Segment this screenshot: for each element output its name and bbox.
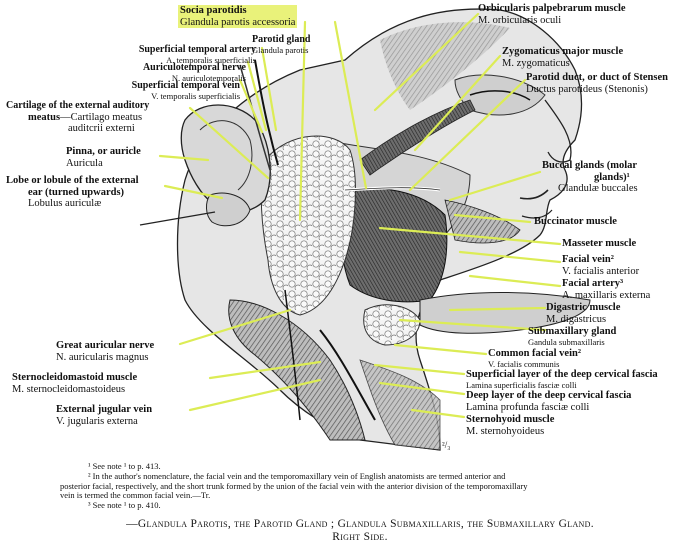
label-auriculotemporal-nerve: Auriculotemporal nerve N. auriculotempor… <box>96 62 246 83</box>
label-common-facial-vein: Common facial vein² V. facialis communis <box>488 348 581 369</box>
label-df-en: Deep layer of the deep cervical fascia <box>466 390 632 401</box>
label-parotid-gland-la: Glandula parotis <box>252 44 309 55</box>
label-duct-la: Ductus parotideus (Stenonis) <box>526 83 648 95</box>
footnote-1: ¹ See note ¹ to p. 413. <box>88 461 161 471</box>
label-sf-la: Lamina superficialis fasciæ colli <box>466 379 577 390</box>
label-sternocleidomastoid: Sternocleidomastoid muscle M. sternoclei… <box>12 372 137 395</box>
label-df-la: Lamina profunda fasciæ colli <box>466 401 590 413</box>
label-fv-la: V. facialis anterior <box>562 265 640 277</box>
label-smx-en: Submaxillary gland <box>528 326 617 337</box>
label-orb-en: Orbicularis palpebrarum muscle <box>478 3 626 14</box>
label-facial-artery: Facial artery³ A. maxillaris externa <box>562 278 650 301</box>
label-fv-en: Facial vein² <box>562 254 614 265</box>
label-gan-la: N. auricularis magnus <box>56 351 149 363</box>
label-digastric: Digastric muscle M. digastricus <box>546 302 620 325</box>
label-sternohyoid: Sternohyoid muscle M. sternohyoideus <box>466 414 554 437</box>
label-ejv-en: External jugular vein <box>56 404 153 415</box>
label-ejv-la: V. jugularis externa <box>56 415 138 427</box>
label-orb-la: M. orbicularis oculi <box>478 14 562 26</box>
label-sh-la: M. sternohyoideus <box>466 425 545 437</box>
ear-lobule <box>206 192 251 227</box>
label-cartilage-en2: meatus <box>28 111 61 123</box>
label-cartilage-en: Cartilage of the external auditory <box>6 100 150 111</box>
label-pinna-la: Auricula <box>66 157 103 169</box>
label-submaxillary: Submaxillary gland Gandula submaxillaris <box>528 326 616 347</box>
figure-caption: —Glandula Parotis, the Parotid Gland ; G… <box>40 518 680 543</box>
orbicularis-oculi-region <box>454 74 546 116</box>
label-superficial-temporal-artery: Superficial temporal artery A. temporali… <box>96 44 256 65</box>
label-atn-en: Auriculotemporal nerve <box>142 62 246 73</box>
label-cartilage-la2: auditcrii externi <box>68 123 135 134</box>
label-buccal-en: Buccal glands (molar <box>542 160 638 171</box>
label-sta-en: Superficial temporal artery <box>138 44 256 55</box>
label-great-auricular-nerve: Great auricular nerve N. auricularis mag… <box>56 340 154 363</box>
label-cfv-la: V. facialis communis <box>488 358 560 369</box>
label-facial-vein: Facial vein² V. facialis anterior <box>562 254 639 277</box>
label-smx-la: Gandula submaxillaris <box>528 336 605 347</box>
label-lobule: Lobe or lobule of the external ear (turn… <box>6 175 139 210</box>
label-stv-la: V. temporalis superficialis <box>151 90 240 101</box>
label-parotid-duct: Parotid duct, or duct of Stensen Ductus … <box>526 72 668 95</box>
label-fa-en: Facial artery³ <box>562 278 624 289</box>
label-masseter: Masseter muscle <box>562 238 636 250</box>
label-external-jugular-vein: External jugular vein V. jugularis exter… <box>56 404 152 427</box>
label-masseter-en: Masseter muscle <box>562 238 637 249</box>
parotid-gland <box>260 135 356 316</box>
label-lobule-en2: ear (turned upwards) <box>28 186 125 198</box>
sternocleidomastoid-muscle <box>228 299 366 441</box>
label-sta-la: A. temporalis superficialis <box>166 54 256 65</box>
label-lobule-en: Lobe or lobule of the external <box>6 175 139 186</box>
label-cartilage-la: Cartilago meatus <box>70 111 143 123</box>
label-zyg-la: M. zygomaticus <box>502 57 570 69</box>
label-gan-en: Great auricular nerve <box>56 340 155 351</box>
caption-line-2: Right Side. <box>332 530 388 543</box>
label-buccal-en2: glands)¹ <box>594 171 630 183</box>
auricle <box>180 104 271 213</box>
label-dig-la: M. digastricus <box>546 313 607 325</box>
label-socia-parotidis-en: Socia parotidis <box>178 5 298 17</box>
label-buccinator: Buccinator muscle <box>534 216 617 228</box>
submaxillary-gland <box>363 304 421 346</box>
label-zyg-en: Zygomaticus major muscle <box>502 46 624 57</box>
label-stv-en: Superficial temporal vein <box>131 80 240 91</box>
leader-lines <box>158 12 562 419</box>
label-fa-la: A. maxillaris externa <box>562 289 651 301</box>
footnote-2-cont: posterior facial, respectively, and the … <box>60 480 528 491</box>
masseter-muscle <box>340 187 448 303</box>
label-sh-en: Sternohyoid muscle <box>466 414 555 425</box>
label-pinna-en: Pinna, or auricle <box>66 146 141 157</box>
footnotes: ¹ See note ¹ to p. 413. ² In the author'… <box>60 461 690 511</box>
label-sf-en: Superficial layer of the deep cervical f… <box>466 369 658 380</box>
label-buccal-glands: Buccal glands (molar glands)¹ Glandulæ b… <box>542 160 638 195</box>
label-socia-parotidis: Socia parotidis Glandula parotis accesso… <box>178 5 298 28</box>
caption-line-1: —Glandula Parotis, the Parotid Gland ; G… <box>126 518 594 530</box>
label-lobule-la: Lobulus auriculæ <box>28 198 102 209</box>
label-zygomaticus: Zygomaticus major muscle M. zygomaticus <box>502 46 623 69</box>
label-buccinator-en: Buccinator muscle <box>534 216 617 227</box>
footnote-3: ³ See note ¹ to p. 410. <box>88 500 161 511</box>
label-parotid-gland: Parotid gland Glandula parotis <box>252 34 310 55</box>
footnote-2: ² In the author's nomenclature, the faci… <box>88 470 506 481</box>
label-orbicularis: Orbicularis palpebrarum muscle M. orbicu… <box>478 3 626 26</box>
label-buccal-la: Glandulæ buccales <box>558 183 638 194</box>
scale-marker: ²/₃ <box>442 440 451 450</box>
footnote-2-end: vein is termed the common facial vein.—T… <box>60 490 211 501</box>
label-atn-la: N. auriculotemporalis <box>171 72 246 83</box>
label-parotid-gland-en: Parotid gland <box>252 34 311 45</box>
label-scm-en: Sternocleidomastoid muscle <box>12 372 138 383</box>
label-socia-parotidis-la: Glandula parotis accessoria <box>178 16 298 28</box>
label-duct-en: Parotid duct, or duct of Stensen <box>526 72 668 83</box>
label-cfv-en: Common facial vein² <box>488 348 581 359</box>
label-superficial-fascia: Superficial layer of the deep cervical f… <box>466 369 658 390</box>
label-dig-en: Digastric muscle <box>546 302 621 313</box>
label-pinna: Pinna, or auricle Auricula <box>66 146 141 169</box>
label-deep-fascia: Deep layer of the deep cervical fascia L… <box>466 390 631 413</box>
label-scm-la: M. sternocleidomastoideus <box>12 383 126 395</box>
label-cartilage-meatus: Cartilage of the external auditory meatu… <box>6 100 150 134</box>
label-superficial-temporal-vein: Superficial temporal vein V. temporalis … <box>80 80 240 101</box>
